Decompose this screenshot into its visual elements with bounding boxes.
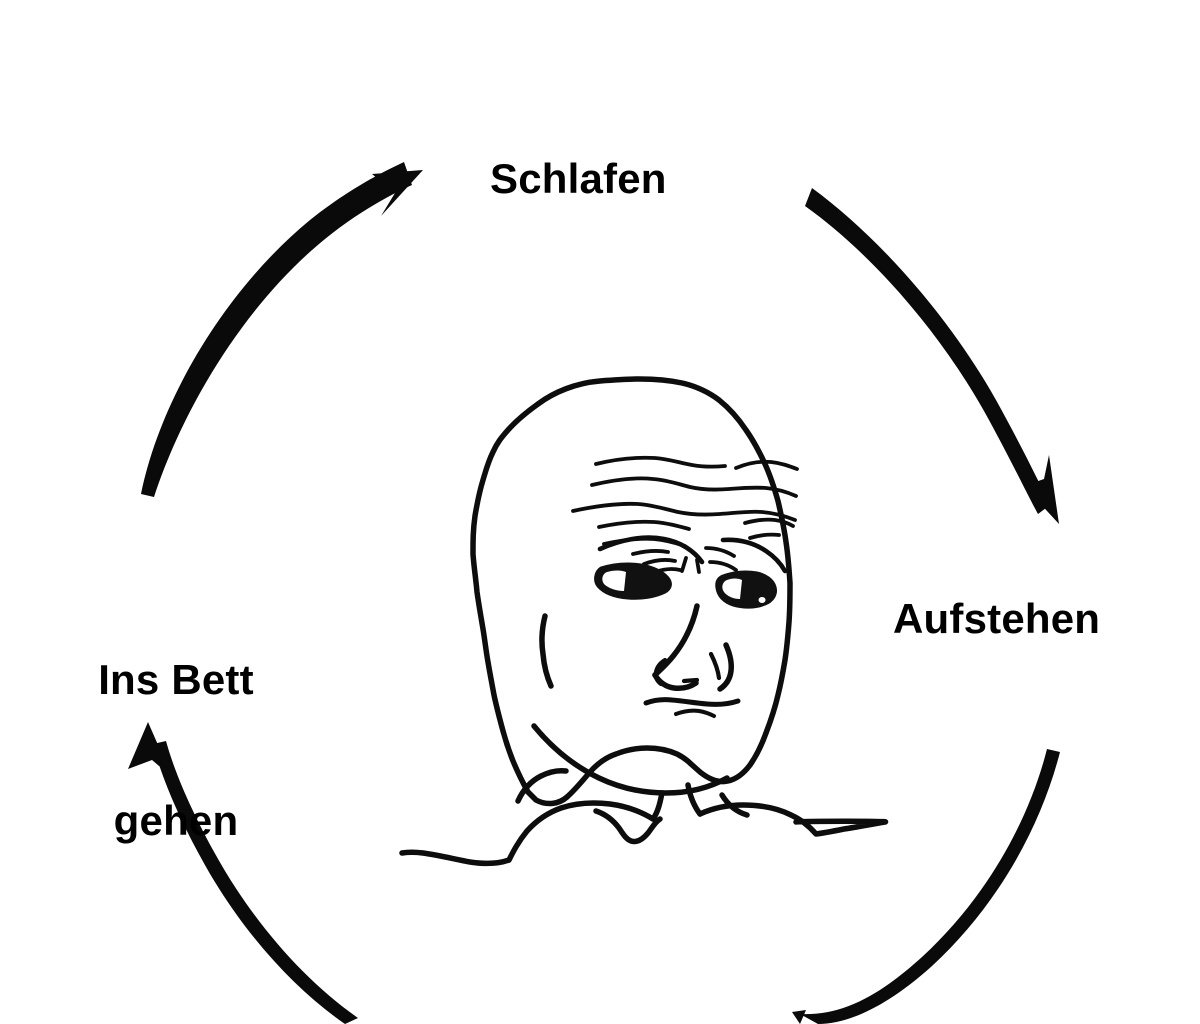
- wrinkle-7: [743, 517, 795, 528]
- wrinkle-4: [571, 501, 797, 522]
- wrinkle-5: [597, 519, 691, 531]
- wrinkle-1: [594, 455, 727, 469]
- nose-right-inner: [708, 651, 722, 681]
- arrow-top-right-down-shaft: [805, 188, 1050, 514]
- brow-right-heavy: [720, 537, 788, 574]
- furrow-right-1: [704, 546, 736, 558]
- jawline: [531, 723, 730, 796]
- wrinkle-3: [590, 476, 798, 498]
- collarbone-left: [515, 768, 569, 804]
- nose-right-wing: [717, 642, 734, 692]
- left-eye-highlight: [602, 570, 626, 591]
- ear-line: [539, 613, 554, 689]
- furrow-center-1: [680, 556, 688, 573]
- nose-bridge-left: [652, 603, 700, 678]
- furrow-left-1: [631, 549, 670, 556]
- arrow-left-up: [141, 162, 423, 497]
- cycle-label-gotobed: Ins Bett gehen: [83, 562, 269, 938]
- arrow-top-right-down-head: [1024, 455, 1059, 524]
- cycle-label-gotobed-line1: Ins Bett: [98, 656, 254, 704]
- tired-wojak-face: [399, 376, 888, 867]
- nose: [652, 603, 734, 692]
- mouth: [643, 697, 741, 718]
- arrow-group: [128, 162, 1060, 1024]
- arrow-bottom-left-up-shaft: [153, 741, 358, 1024]
- shoulders: [399, 768, 888, 867]
- furrow-center-2: [695, 558, 701, 574]
- wrinkle-2: [734, 459, 799, 471]
- arrow-bottom-right-down-head: [792, 1010, 806, 1024]
- arrow-left-up-head: [372, 170, 423, 216]
- nostril-septum: [681, 677, 700, 684]
- neck-left: [650, 790, 665, 822]
- eyes: [594, 562, 777, 609]
- cycle-label-gotobed-line2: gehen: [113, 797, 239, 845]
- arrow-bottom-left-up: [128, 722, 358, 1024]
- arrow-top-right-down: [805, 188, 1059, 524]
- mouth-line: [643, 697, 741, 707]
- nostril-left: [653, 657, 668, 687]
- arrow-bottom-left-up-head: [128, 722, 172, 777]
- cycle-label-getup: Aufstehen: [893, 595, 1101, 642]
- brow-left-heavy: [597, 535, 705, 565]
- mouth-lower-lip: [674, 708, 716, 718]
- furrow-right-2: [708, 560, 738, 572]
- right-eye-dot: [758, 597, 766, 603]
- collarbone-right: [719, 792, 750, 818]
- sternum-notch: [593, 808, 663, 845]
- shoulder-right: [697, 802, 888, 837]
- right-eye-highlight: [722, 578, 742, 599]
- furrow-left-2: [642, 558, 677, 566]
- arrow-bottom-right-down: [792, 749, 1060, 1024]
- brow-furrow: [597, 535, 788, 574]
- cycle-label-sleep: Schlafen: [490, 155, 667, 202]
- arrow-left-up-shaft: [141, 162, 412, 497]
- arrow-bottom-right-down-shaft: [800, 749, 1060, 1024]
- shoulder-left: [399, 800, 656, 867]
- wrinkle-8: [748, 532, 781, 540]
